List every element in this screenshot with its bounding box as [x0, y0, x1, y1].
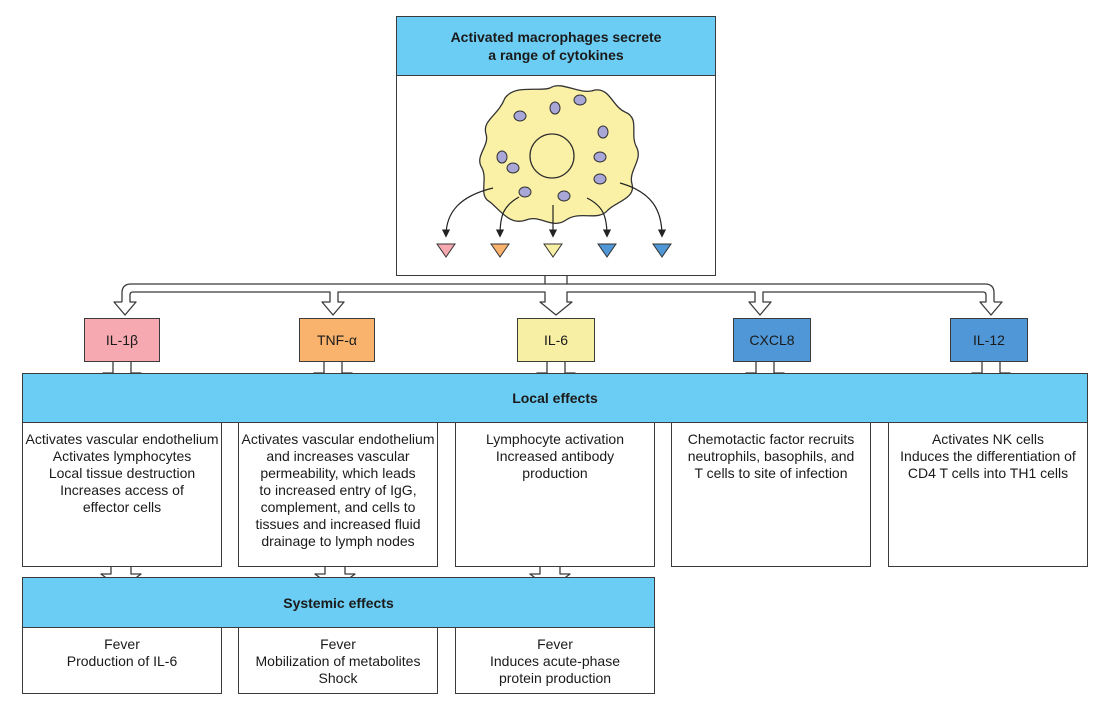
- effect-line: Induces the differentiation of: [900, 448, 1076, 464]
- effect-line: Fever: [537, 636, 573, 652]
- effect-line: Activates vascular endothelium: [25, 431, 219, 447]
- effect-line: permeability, which leads: [260, 465, 416, 481]
- effect-line: Shock: [318, 670, 358, 686]
- local-effect-il1b: Activates vascular endothelium Activates…: [22, 422, 222, 567]
- effect-line: Chemotactic factor recruits: [687, 431, 855, 447]
- effect-line: tissues and increased fluid: [255, 516, 421, 532]
- effect-line: Lymphocyte activation: [486, 431, 624, 447]
- secretion-arrows: [441, 182, 667, 238]
- effect-line: to increased entry of IgG,: [259, 482, 417, 498]
- effect-line: Increases access of: [60, 482, 184, 498]
- systemic-effect-il1b: Fever Production of IL-6: [22, 627, 222, 694]
- secreted-cytokines: [436, 243, 672, 258]
- local-effects-title: Local effects: [512, 390, 598, 406]
- effect-line: production: [522, 465, 588, 481]
- effect-line: Increased antibody: [495, 448, 615, 464]
- granules: [496, 94, 609, 202]
- effect-line: Induces acute-phase: [490, 653, 620, 669]
- effect-line: and increases vascular: [266, 448, 410, 464]
- cytokine-label: IL-6: [543, 332, 569, 348]
- cytokine-il6: IL-6: [517, 318, 595, 362]
- cytokine-tnfa: TNF-α: [299, 318, 375, 362]
- local-effect-il6: Lymphocyte activation Increased antibody…: [455, 422, 655, 567]
- effect-line: Mobilization of metabolites: [255, 653, 421, 669]
- cytokine-label: CXCL8: [749, 332, 795, 348]
- cytokine-cxcl8: CXCL8: [733, 318, 811, 362]
- effect-line: Local tissue destruction: [48, 465, 196, 481]
- systemic-effect-tnfa: Fever Mobilization of metabolites Shock: [238, 627, 438, 694]
- effect-line: effector cells: [82, 499, 162, 515]
- local-effect-il12: Activates NK cells Induces the different…: [888, 422, 1088, 567]
- title-line-1: Activated macrophages secrete: [450, 29, 662, 45]
- distribution-arrows: [113, 276, 1003, 316]
- cytokine-label: IL-1β: [105, 332, 139, 348]
- effect-line: Activates NK cells: [931, 431, 1045, 447]
- local-effects-header: Local effects: [22, 373, 1088, 423]
- effect-line: neutrophils, basophils, and: [687, 448, 855, 464]
- cytokine-il1b: IL-1β: [84, 318, 160, 362]
- macrophage-cell: [436, 85, 672, 258]
- cytokine-il12: IL-12: [950, 318, 1028, 362]
- effect-line: CD4 T cells into TH1 cells: [907, 465, 1069, 481]
- systemic-effects-title: Systemic effects: [283, 594, 394, 611]
- effect-line: Fever: [104, 636, 140, 652]
- effect-line: Fever: [320, 636, 356, 652]
- effect-line: complement, and cells to: [260, 499, 416, 515]
- effect-line: protein production: [498, 670, 612, 686]
- effect-line: T cells to site of infection: [694, 465, 848, 481]
- title-line-2: a range of cytokines: [488, 47, 624, 63]
- nucleus: [529, 133, 575, 179]
- local-effect-cxcl8: Chemotactic factor recruits neutrophils,…: [671, 422, 871, 567]
- effect-line: Production of IL-6: [66, 653, 178, 669]
- effect-line: drainage to lymph nodes: [261, 533, 415, 549]
- cytokine-label: TNF-α: [317, 332, 357, 348]
- systemic-effect-il6: Fever Induces acute-phase protein produc…: [455, 627, 655, 694]
- local-effect-tnfa: Activates vascular endothelium and incre…: [238, 422, 438, 567]
- macrophage-title: Activated macrophages secrete a range of…: [396, 16, 716, 76]
- systemic-effects-header: Systemic effects: [22, 577, 655, 628]
- cytokine-label: IL-12: [973, 332, 1005, 348]
- effect-line: Activates lymphocytes: [52, 448, 192, 464]
- effect-line: Activates vascular endothelium: [241, 431, 435, 447]
